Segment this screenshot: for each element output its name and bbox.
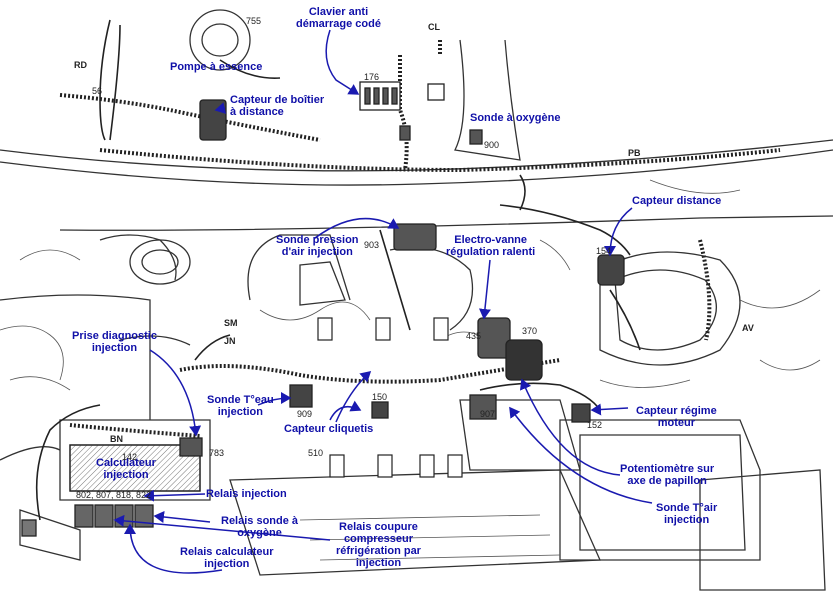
label-ecu-relay: Relais calculateur injection [180, 546, 274, 570]
label-water-temp-sensor: Sonde T°eau injection [207, 394, 274, 418]
code-142: 142 [122, 452, 138, 462]
label-oxygen-sensor: Sonde à oxygène [470, 112, 561, 124]
tag-sm: SM [224, 318, 238, 328]
label-keypad: Clavier anti démarrage codé [296, 6, 381, 30]
label-diagnostic-port: Prise diagnostic injection [72, 330, 157, 354]
label-knock-sensor: Capteur cliquetis [284, 423, 374, 435]
tag-pb: PB [628, 148, 641, 158]
code-510: 510 [308, 448, 324, 458]
code-900: 900 [484, 140, 500, 150]
tag-jn: JN [224, 336, 236, 346]
code-150: 150 [372, 392, 388, 402]
label-idle-valve: Electro-vanne régulation ralenti [446, 234, 536, 258]
code-154: 154 [596, 246, 612, 256]
label-engine-speed-sensor: Capteur régime moteur [636, 405, 717, 429]
code-755: 755 [246, 16, 262, 26]
tag-cl: CL [428, 22, 440, 32]
label-ecu: Calculateur injection [96, 457, 156, 481]
code-909: 909 [297, 409, 313, 419]
code-783: 783 [209, 448, 225, 458]
label-compressor-relay: Relais coupure compresseur réfrigération… [336, 521, 421, 569]
label-injection-relay: Relais injection [206, 488, 287, 500]
label-oxygen-relay: Relais sonde à oxygène [221, 515, 299, 539]
label-throttle-potentiometer: Potentiomètre sur axe de papillon [620, 463, 715, 487]
label-fuel-pump: Pompe à essence [170, 61, 263, 73]
tag-av: AV [742, 323, 754, 333]
code-370: 370 [522, 326, 538, 336]
code-903: 903 [364, 240, 380, 250]
label-remote-case-sensor: Capteur de boîtier à distance [230, 94, 325, 118]
code-relays: 802, 807, 818, 822 [76, 490, 152, 500]
label-air-pressure-sensor: Sonde pression d'air injection [276, 234, 359, 258]
code-176: 176 [364, 72, 380, 82]
code-435: 435 [466, 331, 482, 341]
tag-rd: RD [74, 60, 87, 70]
tag-bn: BN [110, 434, 123, 444]
code-907: 907 [480, 409, 496, 419]
code-152: 152 [587, 420, 603, 430]
label-distance-sensor: Capteur distance [632, 195, 722, 207]
label-air-temp-sensor: Sonde T°air injection [656, 502, 718, 526]
code-56: 56 [92, 86, 103, 96]
